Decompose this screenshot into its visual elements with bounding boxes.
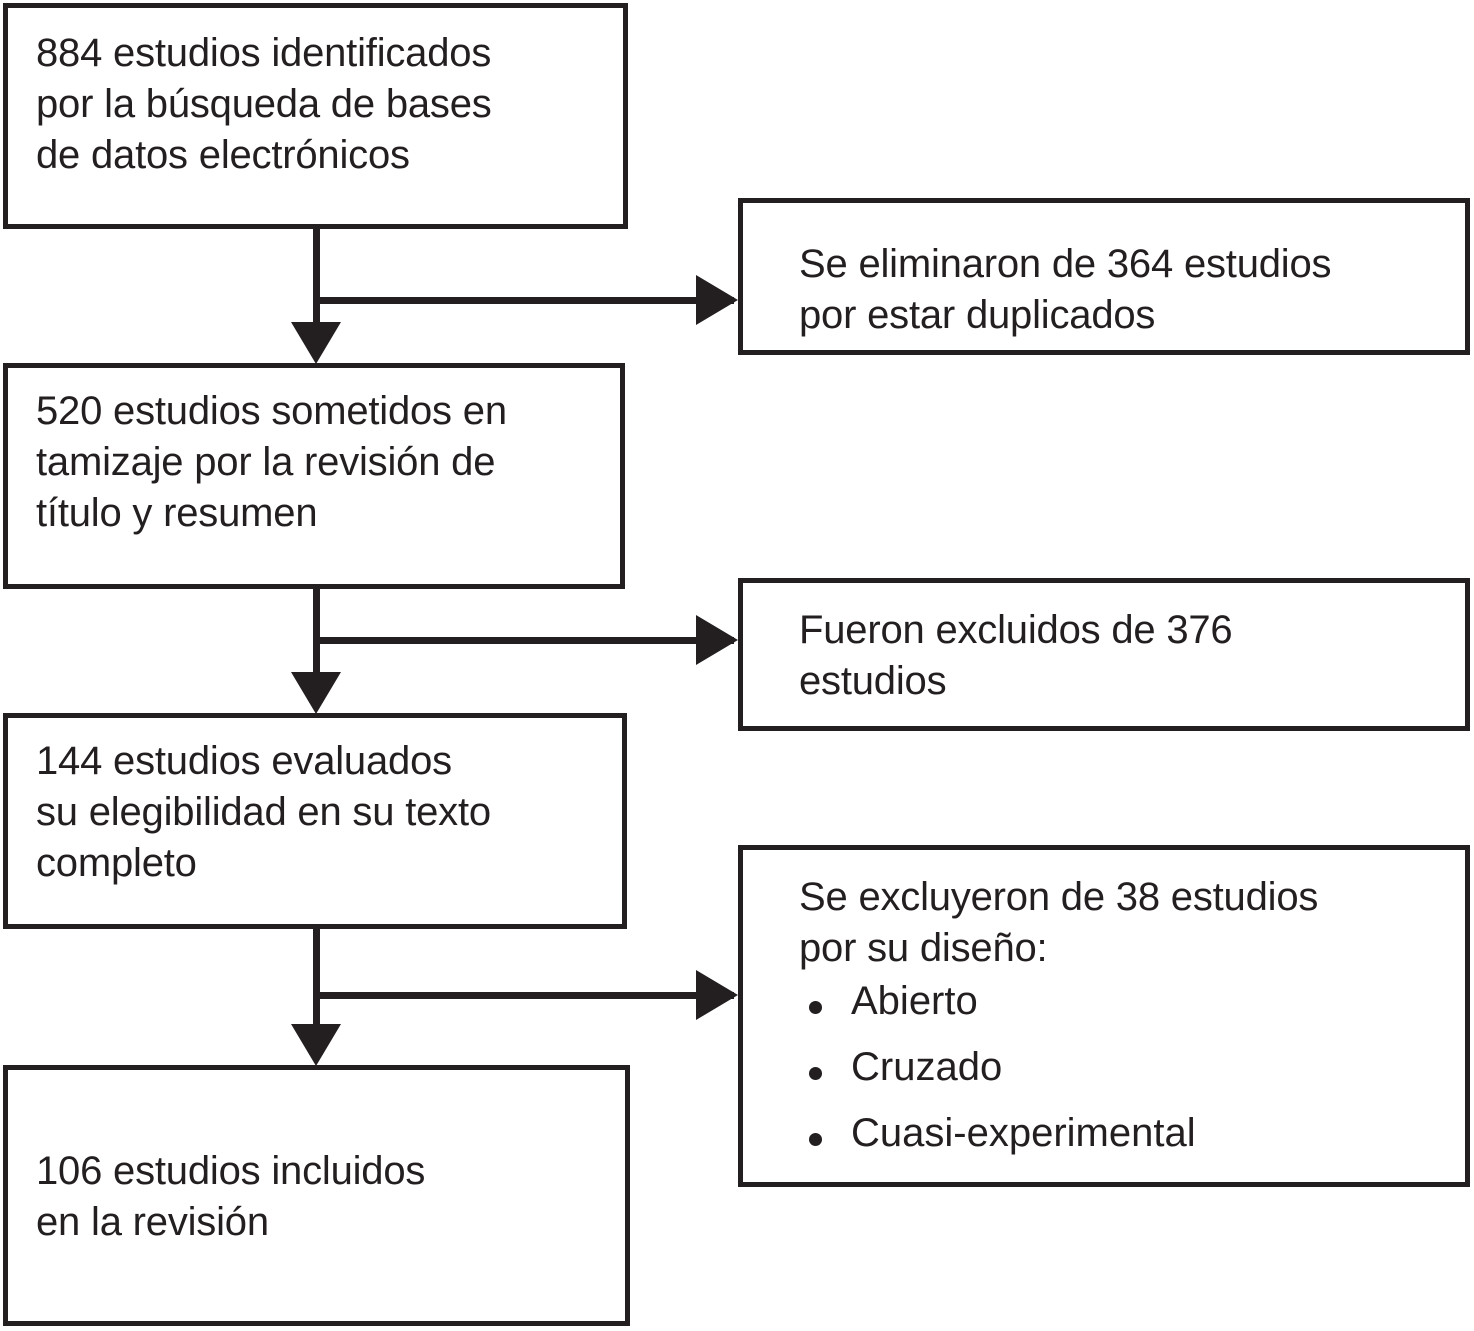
exclusion-reason-list: Abierto Cruzado Cuasi-experimental	[799, 976, 1196, 1174]
flow-box-screened-text: 520 estudios sometidos en tamizaje por l…	[36, 389, 507, 535]
list-item: Abierto	[799, 976, 1196, 1027]
list-item: Cuasi-experimental	[799, 1108, 1196, 1159]
bullet-dot-icon	[809, 1001, 822, 1014]
exclusion-box-excluded: Fueron excluidos de 376 estudios	[738, 578, 1470, 731]
flow-box-identified-text: 884 estudios identificados por la búsque…	[36, 31, 492, 177]
list-item-label: Cruzado	[851, 1045, 1003, 1089]
exclusion-box-design: Se excluyeron de 38 estudios por su dise…	[738, 845, 1470, 1187]
flow-box-identified: 884 estudios identificados por la búsque…	[3, 3, 628, 229]
exclusion-box-design-text: Se excluyeron de 38 estudios por su dise…	[799, 875, 1319, 970]
connector-to-design-line	[316, 992, 734, 999]
arrow-down-icon-identified-to-screened	[291, 322, 341, 364]
arrow-down-icon-screened-to-eligibility	[291, 672, 341, 714]
arrow-right-icon-to-duplicates	[696, 275, 738, 325]
flow-box-eligibility: 144 estudios evaluados su elegibilidad e…	[3, 713, 627, 929]
exclusion-box-excluded-text: Fueron excluidos de 376 estudios	[799, 608, 1233, 703]
list-item: Cruzado	[799, 1042, 1196, 1093]
bullet-dot-icon	[809, 1133, 822, 1146]
connector-eligibility-to-included-line	[313, 928, 320, 1033]
connector-to-duplicates-line	[316, 297, 734, 304]
connector-to-excluded-line	[316, 637, 734, 644]
exclusion-box-duplicates-text: Se eliminaron de 364 estudios por estar …	[799, 242, 1332, 337]
arrow-right-icon-to-excluded	[696, 615, 738, 665]
arrow-down-icon-eligibility-to-included	[291, 1024, 341, 1066]
list-item-label: Abierto	[851, 979, 978, 1023]
bullet-dot-icon	[809, 1067, 822, 1080]
exclusion-box-duplicates: Se eliminaron de 364 estudios por estar …	[738, 198, 1470, 355]
connector-identified-to-screened-line	[313, 228, 320, 328]
arrow-right-icon-to-design	[696, 970, 738, 1020]
list-item-label: Cuasi-experimental	[851, 1111, 1196, 1155]
flow-box-eligibility-text: 144 estudios evaluados su elegibilidad e…	[36, 739, 491, 885]
flow-box-included-text: 106 estudios incluidos en la revisión	[36, 1149, 426, 1244]
flow-box-included: 106 estudios incluidos en la revisión	[3, 1065, 630, 1326]
flow-box-screened: 520 estudios sometidos en tamizaje por l…	[3, 363, 625, 589]
